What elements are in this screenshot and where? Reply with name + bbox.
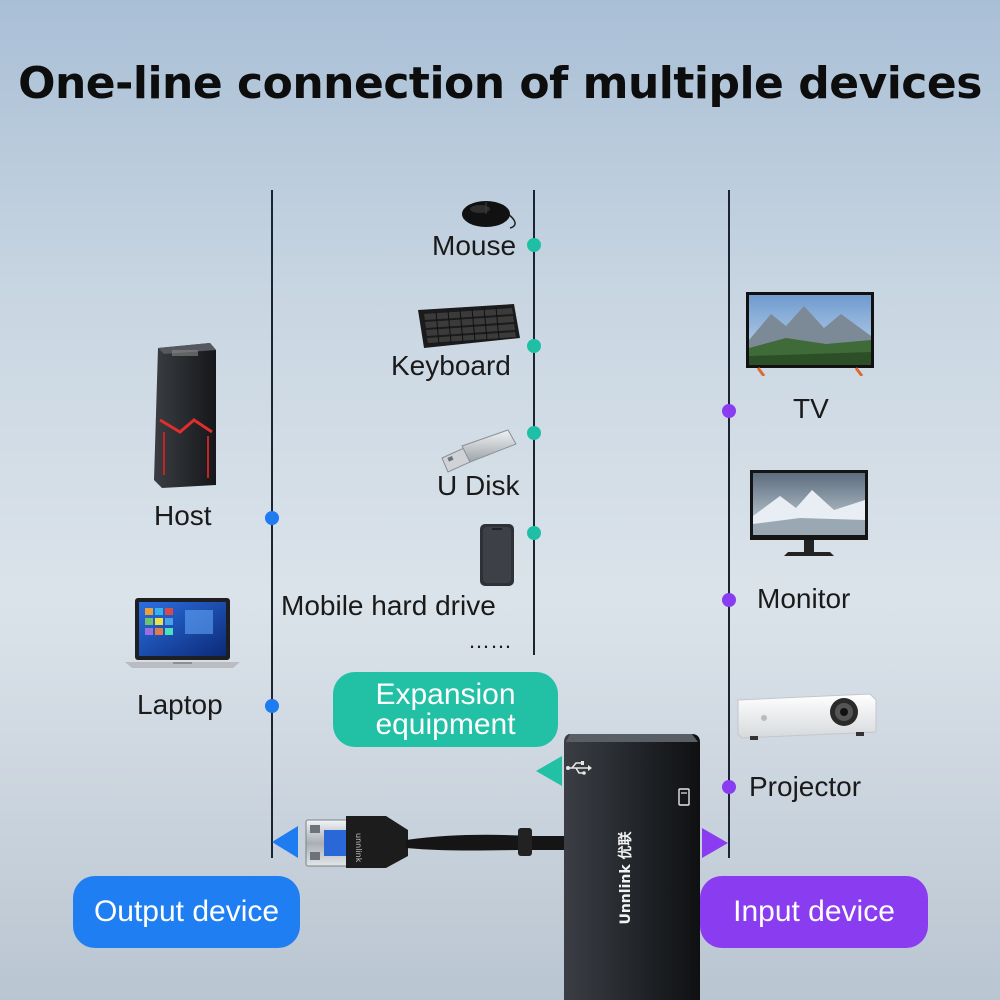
monitor-label: Monitor (757, 583, 851, 614)
tv-dot (722, 404, 736, 418)
svg-text:unnlink: unnlink (354, 833, 363, 863)
output-device-pill: Output device (73, 876, 300, 948)
mouse-label: Mouse (432, 230, 517, 261)
host-label: Host (154, 500, 212, 531)
monitor-icon (750, 470, 868, 556)
keyboard-dot (527, 339, 541, 353)
usb-symbol-icon (566, 761, 592, 775)
usb-drive-icon (441, 429, 517, 473)
output-arrow-icon (272, 826, 298, 858)
page-title: One-line connection of multiple devices (18, 58, 982, 109)
input-line (728, 190, 730, 858)
hard-drive-icon (480, 524, 514, 586)
mouse-icon (462, 201, 516, 229)
keyboard-label: Keyboard (391, 350, 511, 381)
tv-icon (746, 292, 874, 376)
more-ellipsis: …… (468, 628, 512, 653)
input-arrow-icon (702, 828, 728, 858)
expansion-equipment-pill: Expansion equipment (333, 672, 558, 747)
input-device-pill: Input device (700, 876, 928, 948)
expansion-arrow-icon (536, 756, 562, 786)
laptop-icon (125, 598, 240, 668)
mouse-dot (527, 238, 541, 252)
host-dot (265, 511, 279, 525)
mobile-hard-drive-dot (527, 526, 541, 540)
projector-icon (737, 693, 877, 740)
monitor-dot (722, 593, 736, 607)
expansion-pill-line1: Expansion (375, 677, 516, 711)
u-disk-dot (527, 426, 541, 440)
tv-label: TV (793, 393, 829, 424)
expansion-pill-line2: equipment (375, 707, 516, 741)
adapter-body: Unnlink 优联 (564, 734, 700, 1000)
adapter-cable: unnlink (305, 816, 590, 868)
expansion-line (533, 190, 535, 655)
projector-label: Projector (749, 771, 862, 802)
display-port-icon (678, 788, 690, 806)
projector-dot (722, 780, 736, 794)
laptop-label: Laptop (137, 689, 223, 720)
keyboard-icon (418, 304, 520, 348)
laptop-dot (265, 699, 279, 713)
adapter-brand: Unnlink 优联 (617, 830, 634, 924)
u-disk-label: U Disk (437, 470, 520, 501)
desktop-tower-icon (154, 343, 216, 488)
mobile-hard-drive-label: Mobile hard drive (281, 590, 496, 621)
